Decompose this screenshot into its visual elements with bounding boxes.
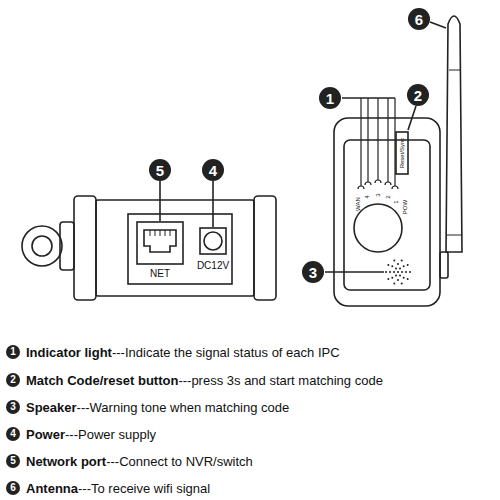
device-housing xyxy=(334,118,440,306)
speaker-hole xyxy=(397,279,399,281)
part-description: ---To receive wifi signal xyxy=(78,482,210,495)
part-name: Indicator light xyxy=(26,346,112,359)
speaker-hole xyxy=(401,282,403,284)
part-description: ---Warning tone when matching code xyxy=(77,401,290,414)
speaker-hole xyxy=(391,277,393,279)
speaker-hole xyxy=(393,282,395,284)
callout-number: 3 xyxy=(6,400,20,414)
cap-left xyxy=(74,196,96,300)
rj45-port xyxy=(137,222,183,264)
led-label: WAN xyxy=(355,197,361,211)
part-name: Match Code/reset button xyxy=(26,374,178,387)
led-label: POW xyxy=(402,200,408,214)
speaker-hole xyxy=(409,271,411,273)
speaker-hole xyxy=(397,271,399,273)
speaker-hole xyxy=(391,265,393,267)
speaker-hole xyxy=(387,264,389,266)
ring-neck xyxy=(60,222,74,270)
speaker-hole xyxy=(393,260,395,262)
leader-line xyxy=(325,271,384,273)
led-label: 3 xyxy=(375,193,381,196)
antenna-ring xyxy=(447,235,462,236)
port-label: NET xyxy=(150,269,170,279)
button-label: Reset/Sync xyxy=(399,138,405,169)
rj45-socket xyxy=(144,230,176,252)
callout-number: 4 xyxy=(202,159,224,181)
speaker-hole xyxy=(395,275,397,277)
leader-line xyxy=(408,106,416,130)
speaker-holes xyxy=(385,260,411,285)
part-description: ---Connect to NVR/switch xyxy=(106,455,253,468)
antenna-ring xyxy=(449,70,461,71)
cap-right xyxy=(254,196,276,300)
leader-line xyxy=(361,98,395,186)
device-body xyxy=(96,200,254,296)
callout-number: 5 xyxy=(6,454,20,468)
speaker-hole xyxy=(389,271,391,273)
part-name: Power xyxy=(26,428,65,441)
callout-number: 5 xyxy=(149,159,171,181)
speaker-hole xyxy=(399,268,401,270)
speaker-hole xyxy=(397,263,399,265)
port-label: DC12V xyxy=(197,261,229,271)
led-label: 2 xyxy=(385,195,391,198)
speaker-hole xyxy=(393,271,395,273)
dc-jack xyxy=(200,228,226,254)
leader-line xyxy=(159,181,161,221)
speaker-hole xyxy=(401,260,403,262)
lens xyxy=(354,204,402,252)
callout-number: 6 xyxy=(408,8,430,30)
port-panel xyxy=(128,214,232,284)
callout-number: 3 xyxy=(302,261,324,283)
part-description: ---Indicate the signal status of each IP… xyxy=(112,346,340,359)
speaker-hole xyxy=(401,271,403,273)
callout-number: 2 xyxy=(6,373,20,387)
speaker-hole xyxy=(405,271,407,273)
speaker-hole xyxy=(403,265,405,267)
dc-jack-hole xyxy=(204,232,222,250)
reset-button xyxy=(396,132,408,174)
speaker-hole xyxy=(385,271,387,273)
part-name: Antenna xyxy=(26,482,78,495)
callout-number: 4 xyxy=(6,427,20,441)
callout-number: 2 xyxy=(407,84,429,106)
speaker-hole xyxy=(395,268,397,270)
part-description: ---press 3s and start matching code xyxy=(178,374,382,387)
callout-number: 6 xyxy=(6,481,20,495)
part-name: Speaker xyxy=(26,401,77,414)
rj45-pins xyxy=(150,230,170,236)
speaker-hole xyxy=(407,264,409,266)
antenna xyxy=(446,16,462,252)
speaker-hole xyxy=(407,278,409,280)
part-name: Network port xyxy=(26,455,106,468)
antenna-hinge xyxy=(440,252,448,278)
callout-number: 1 xyxy=(319,87,341,109)
mount-ring xyxy=(22,226,62,266)
led-label: 1 xyxy=(393,200,399,203)
speaker-hole xyxy=(403,277,405,279)
device-face xyxy=(344,140,430,290)
part-description: ---Power supply xyxy=(65,428,156,441)
indicator-leds xyxy=(358,180,398,189)
mount-hole xyxy=(32,236,52,256)
led-label: 4 xyxy=(364,195,370,198)
leader-line xyxy=(430,22,446,28)
speaker-hole xyxy=(399,275,401,277)
speaker-hole xyxy=(387,278,389,280)
leader-line xyxy=(212,181,214,227)
callout-number: 1 xyxy=(6,345,20,359)
